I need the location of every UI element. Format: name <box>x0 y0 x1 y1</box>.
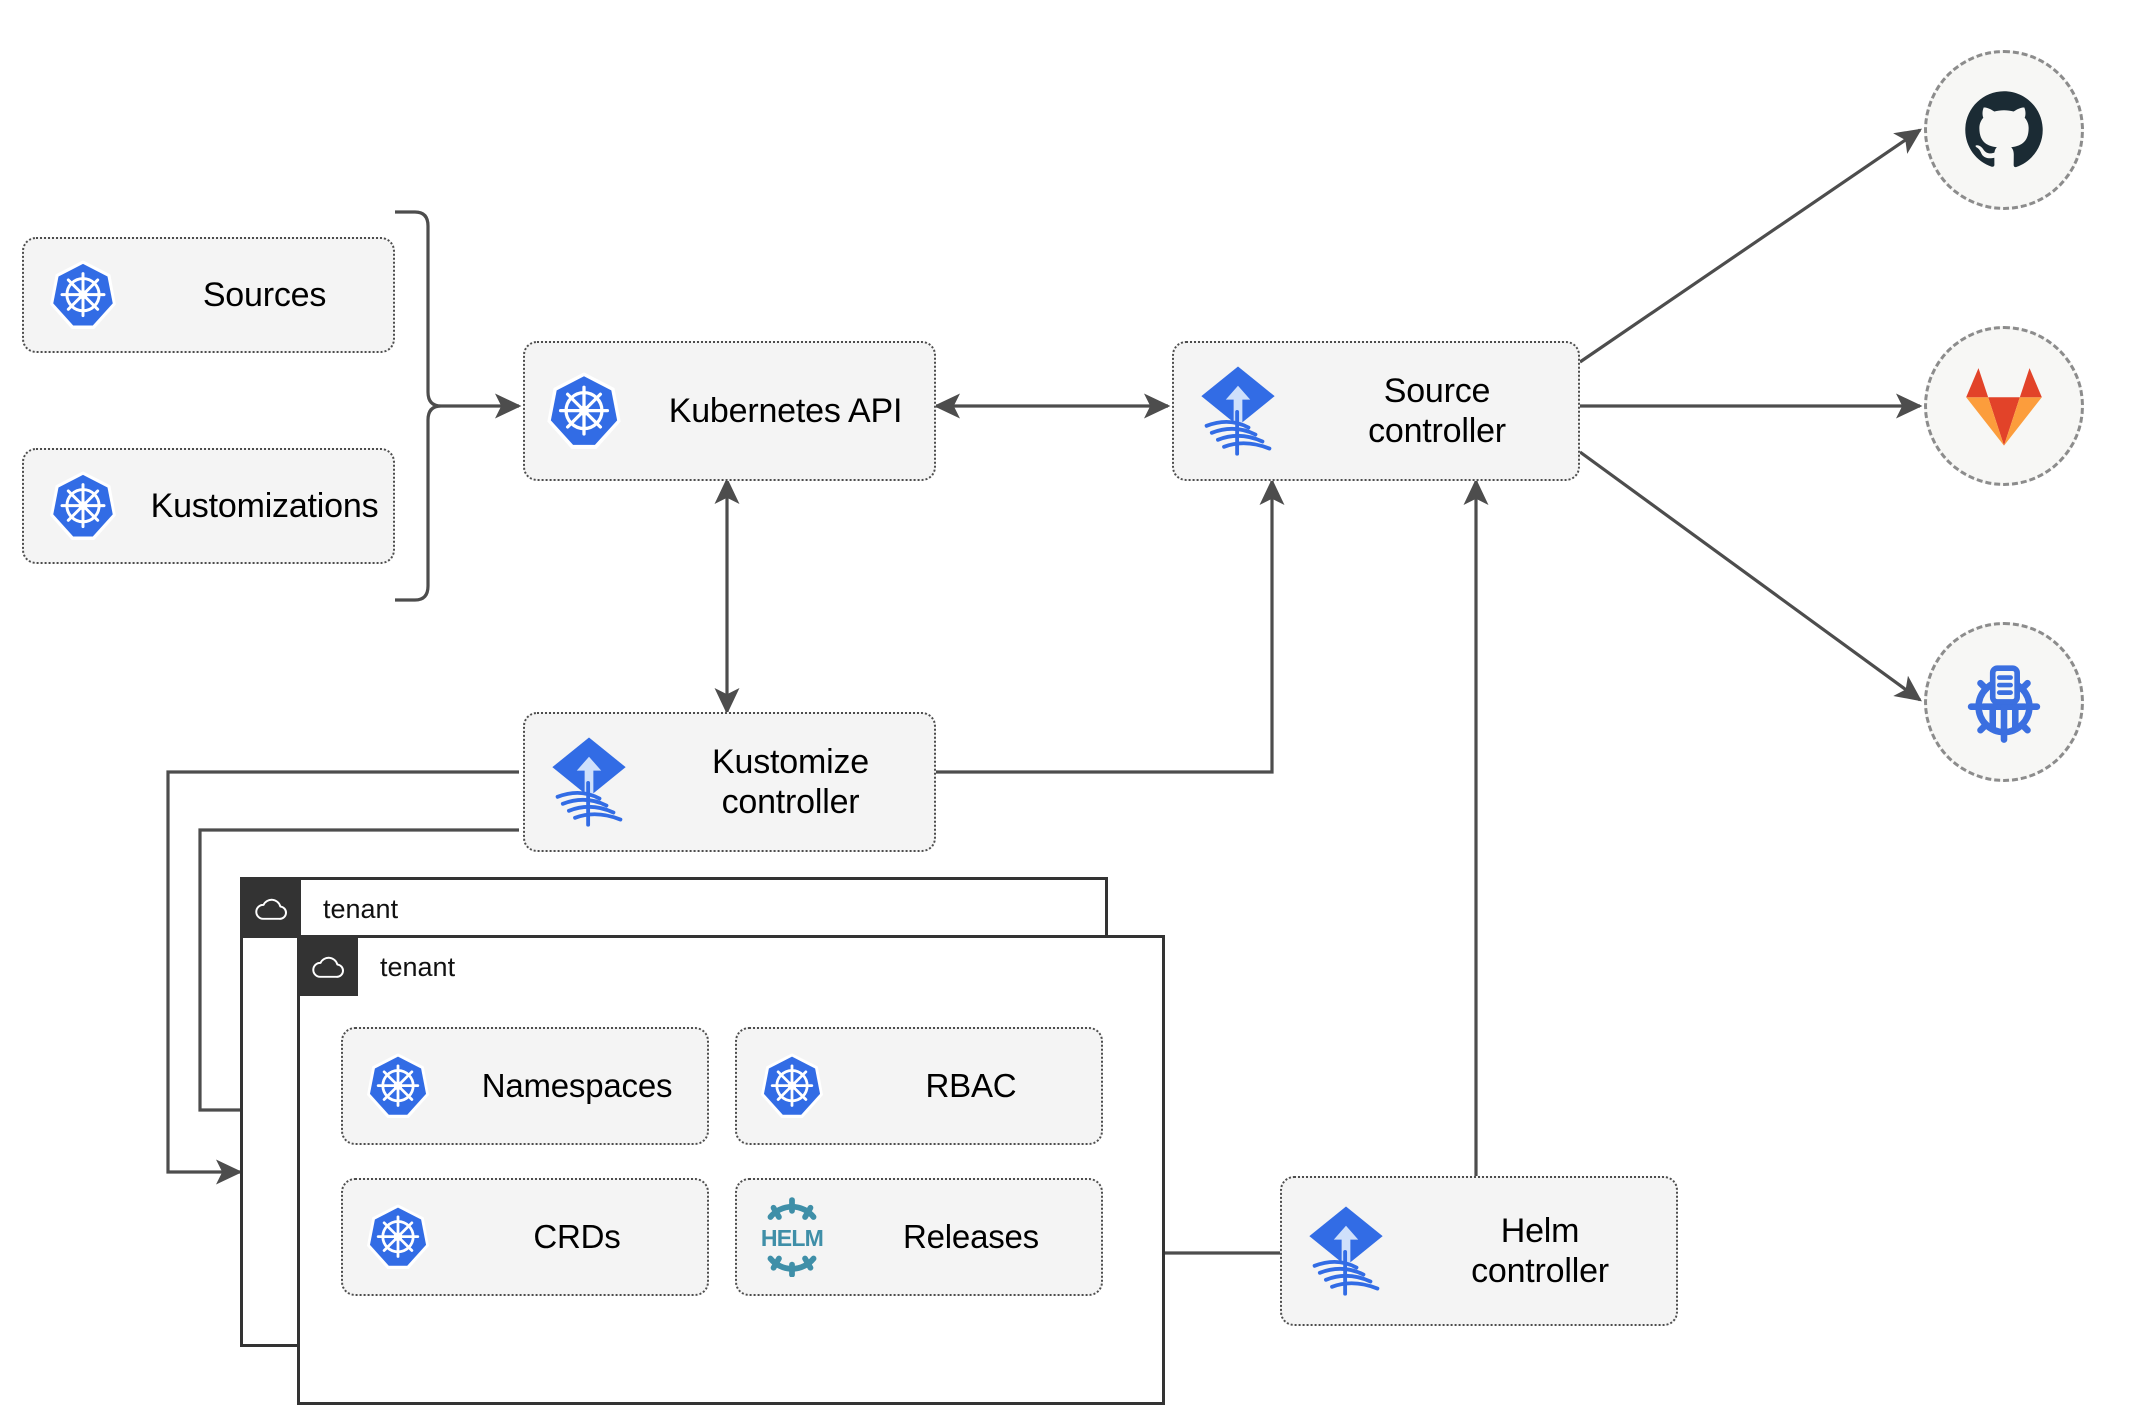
node-crds[interactable]: CRDs <box>341 1178 709 1296</box>
tenant-front-header: tenant <box>300 938 455 996</box>
tenant-back-header: tenant <box>243 880 398 938</box>
kubernetes-icon <box>24 258 142 332</box>
node-sources-label: Sources <box>202 275 327 314</box>
node-kustomize-controller-label: Kustomize controller <box>712 742 869 821</box>
node-namespaces-label: Namespaces <box>481 1066 673 1104</box>
node-source-controller-label: Source controller <box>1368 371 1506 450</box>
flux-icon <box>1174 363 1302 459</box>
tenant-front-label: tenant <box>380 951 456 982</box>
node-rbac-label: RBAC <box>925 1066 1017 1104</box>
node-helm-controller-label: Helm controller <box>1471 1211 1609 1290</box>
github-icon <box>1965 91 2043 168</box>
node-kustomize-controller[interactable]: Kustomize controller <box>523 712 936 852</box>
tenant-back-label: tenant <box>323 893 399 924</box>
node-sources[interactable]: Sources <box>22 237 395 353</box>
node-helm-repository[interactable] <box>1924 622 2084 782</box>
kubernetes-icon <box>343 1202 453 1272</box>
node-crds-label: CRDs <box>533 1217 621 1255</box>
edge-source-to-helm-repository <box>1579 450 1922 702</box>
cloud-icon <box>243 880 301 938</box>
node-github[interactable] <box>1924 50 2084 210</box>
helm-repository-icon <box>1967 665 2041 743</box>
node-kustomizations-label: Kustomizations <box>150 486 379 525</box>
node-kubernetes-api[interactable]: Kubernetes API <box>523 341 936 481</box>
flux-icon <box>525 734 653 830</box>
kubernetes-icon <box>24 469 142 543</box>
node-helm-controller[interactable]: Helm controller <box>1280 1176 1678 1326</box>
edge-resources-bracket <box>395 210 442 602</box>
node-releases-label: Releases <box>903 1217 1039 1255</box>
edge-kustomize-to-source <box>936 478 1285 774</box>
node-source-controller[interactable]: Source controller <box>1172 341 1580 481</box>
edge-source-to-github <box>1579 128 1922 364</box>
kubernetes-icon <box>737 1051 847 1121</box>
cloud-icon <box>300 938 358 996</box>
gitlab-icon <box>1966 368 2042 446</box>
node-kustomizations[interactable]: Kustomizations <box>22 448 395 564</box>
node-kubernetes-api-label: Kubernetes API <box>668 391 903 430</box>
kubernetes-icon <box>343 1051 453 1121</box>
flux-icon <box>1282 1203 1410 1299</box>
node-namespaces[interactable]: Namespaces <box>341 1027 709 1145</box>
tenant-container-front[interactable]: tenant <box>297 935 1165 1405</box>
kubernetes-icon <box>525 370 643 452</box>
node-releases[interactable]: HELM Releases <box>735 1178 1103 1296</box>
node-rbac[interactable]: RBAC <box>735 1027 1103 1145</box>
node-gitlab[interactable] <box>1924 326 2084 486</box>
helm-icon: HELM <box>737 1197 847 1277</box>
svg-text:HELM: HELM <box>761 1225 823 1251</box>
